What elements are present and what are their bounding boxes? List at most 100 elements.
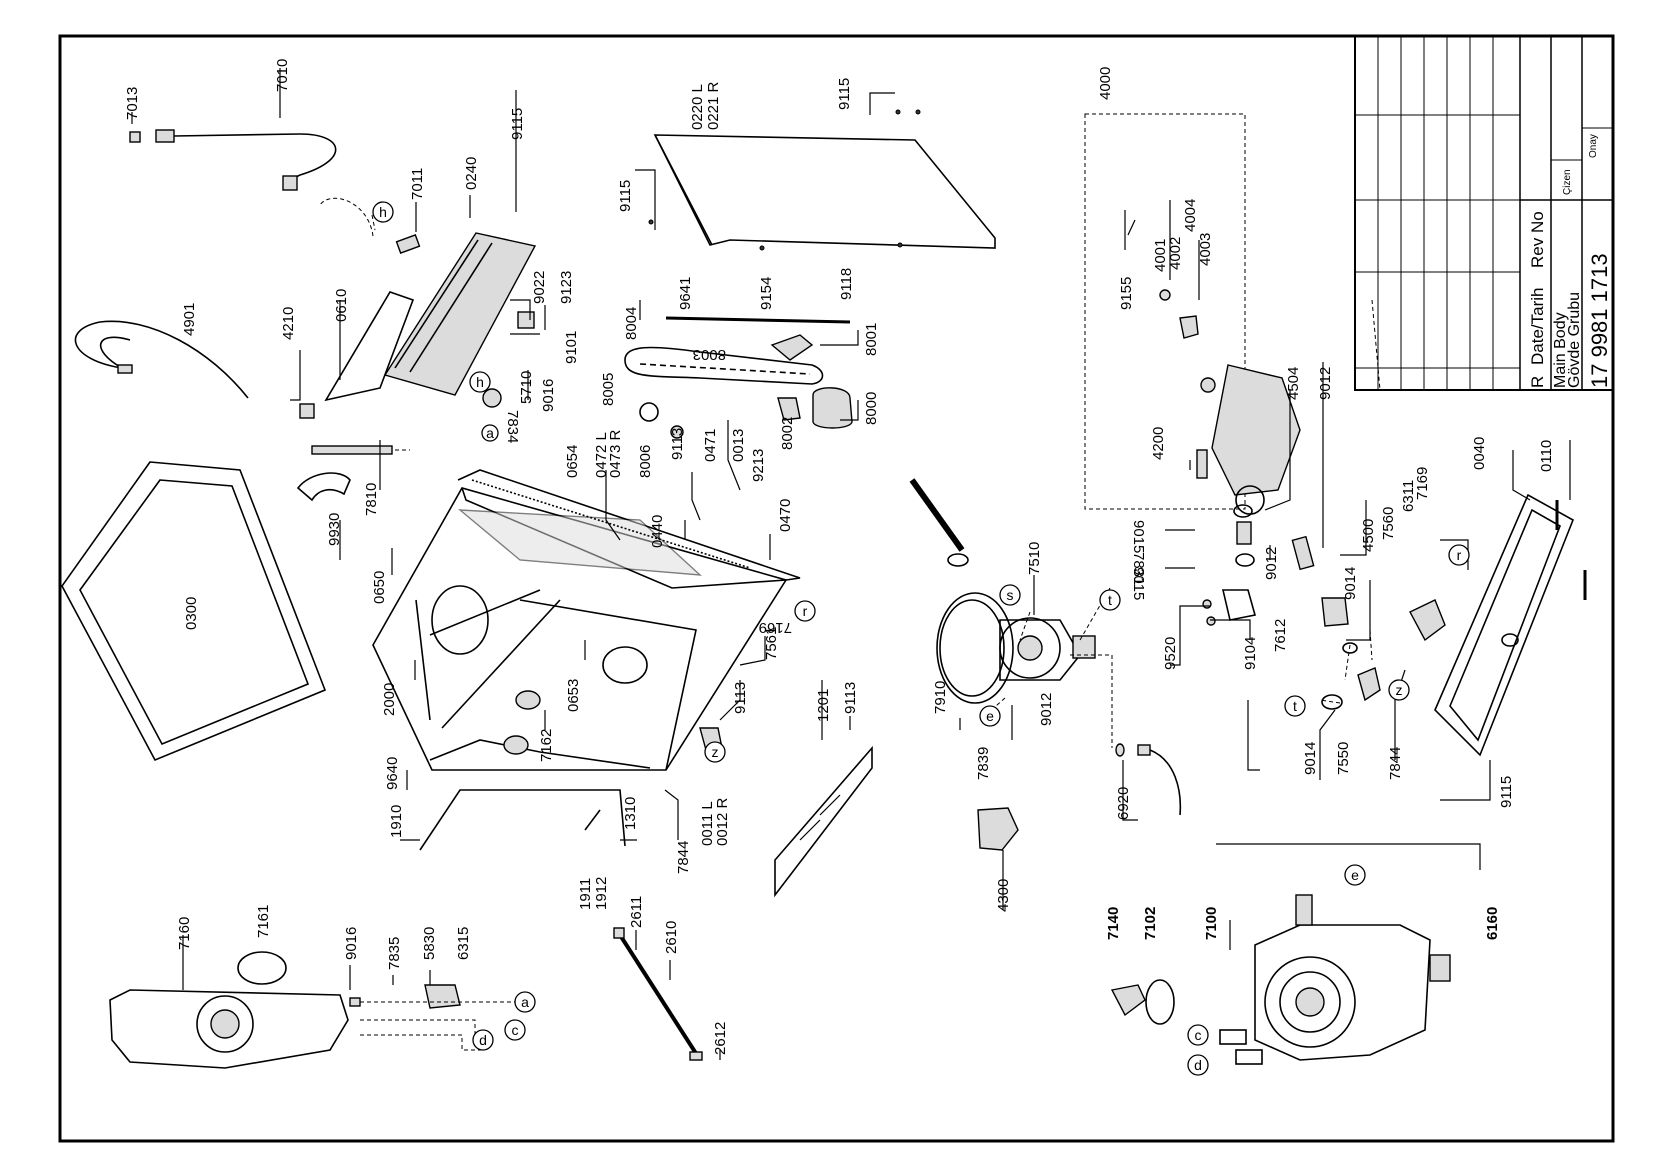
drawing-frame (58, 34, 1615, 1143)
main-tub-2000 (372, 469, 801, 771)
callout-r-base: r (1448, 544, 1470, 566)
label-7910: 7910 (932, 681, 949, 714)
hose-clips-group (1202, 504, 1381, 710)
label-7835: 7835 (386, 937, 403, 970)
label-9104: 9104 (1242, 637, 1259, 670)
label-8001: 8001 (863, 323, 880, 356)
label-8004: 8004 (623, 307, 640, 340)
label-9101: 9101 (563, 331, 580, 364)
label-9154: 9154 (758, 277, 775, 310)
label-4001: 4001 (1152, 239, 1169, 272)
label-0220: 0220 L (689, 84, 706, 130)
label-7834: 7834 (504, 410, 521, 443)
label-4002: 4002 (1167, 237, 1184, 270)
svg-text:z: z (712, 744, 719, 760)
label-6315: 6315 (455, 927, 472, 960)
label-0471: 0471 (702, 429, 719, 462)
label-7100: 7100 (1203, 907, 1220, 940)
label-2611: 2611 (628, 896, 645, 928)
label-7169-a: 7169 (759, 619, 792, 636)
label-4003: 4003 (1197, 233, 1214, 266)
svg-text:h: h (379, 204, 387, 220)
label-7839: 7839 (975, 747, 992, 780)
side-panel-0220 (648, 109, 996, 251)
callout-d-collector: d (472, 1029, 494, 1051)
label-7160: 7160 (176, 917, 193, 950)
rod-9641 (665, 316, 851, 324)
label-7550: 7550 (1335, 742, 1352, 775)
svg-text:r: r (803, 603, 808, 619)
label-7169-b: 7169 (1414, 467, 1431, 500)
label-9641: 9641 (677, 277, 694, 310)
label-0610: 0610 (333, 289, 350, 322)
label-9123: 9123 (558, 271, 575, 304)
label-7011: 7011 (409, 168, 426, 200)
label-9014-a: 9014 (1342, 567, 1359, 600)
svg-text:d: d (479, 1032, 487, 1048)
label-7844-b: 7844 (1387, 747, 1404, 780)
svg-text:c: c (1195, 1027, 1202, 1043)
callout-a-collector: a (514, 991, 536, 1013)
label-9115-b: 9115 (836, 78, 853, 110)
gasket-7910 (936, 592, 1014, 704)
title-block-title-en: Main Body (1552, 312, 1569, 388)
label-0470: 0470 (777, 499, 794, 532)
label-0040: 0040 (1471, 437, 1488, 470)
label-0011: 0011 L (699, 801, 716, 846)
label-4504: 4504 (1285, 367, 1302, 400)
spray-arm-8004 (624, 334, 853, 439)
label-9015-a: 9015 (1130, 520, 1147, 553)
power-cord-4901 (74, 320, 249, 399)
callout-e-motor: e (1344, 864, 1366, 886)
label-7510: 7510 (1026, 542, 1043, 575)
title-block-approved-by: Onay (1588, 134, 1599, 158)
label-0654: 0654 (564, 445, 581, 478)
label-1912: 1912 (593, 877, 610, 910)
label-9012-b: 9012 (1263, 547, 1280, 580)
svg-text:r: r (1457, 547, 1462, 563)
label-4200: 4200 (1150, 427, 1167, 460)
callout-h-top: h (372, 201, 394, 223)
rails-1910 (419, 789, 626, 851)
label-4901: 4901 (181, 303, 198, 336)
callout-z-tub: z (704, 741, 726, 763)
label-7561: 7561 (763, 627, 780, 660)
label-7831: 7831 (1130, 552, 1147, 585)
title-block-title-tr: Gövde Grubu (1566, 292, 1583, 388)
label-4210: 4210 (280, 307, 297, 340)
callout-s: s (999, 584, 1021, 606)
label-7161: 7161 (255, 905, 272, 938)
rod-2610 (613, 927, 703, 1061)
label-2612: 2612 (712, 1022, 729, 1055)
label-9016-a: 9016 (540, 379, 557, 412)
cable-7010 (129, 129, 337, 191)
label-4300: 4300 (995, 879, 1012, 912)
callout-z-base: z (1388, 679, 1410, 701)
label-9012-c: 9012 (1038, 693, 1055, 726)
label-0013: 0013 (730, 429, 747, 462)
svg-text:h: h (476, 374, 484, 390)
callout-c-motor: c (1187, 1024, 1209, 1046)
label-9115-a: 9115 (509, 108, 526, 140)
label-9640: 9640 (384, 757, 401, 790)
label-7140: 7140 (1105, 907, 1122, 940)
callout-c-collector: c (504, 1019, 526, 1041)
label-0440: 0440 (649, 515, 666, 548)
worktop-0300 (61, 461, 327, 762)
callout-a-top: a (481, 424, 499, 442)
label-4500: 4500 (1360, 519, 1377, 552)
kick-plate-1201 (774, 745, 873, 898)
label-7013: 7013 (124, 87, 141, 120)
collector-7160 (109, 951, 515, 1069)
title-block-drawn-by: Çizen (1562, 169, 1573, 195)
top-frame-0240 (299, 232, 537, 419)
label-5710: 5710 (518, 371, 535, 404)
label-7102: 7102 (1142, 907, 1159, 940)
sensor-6920 (1070, 654, 1182, 816)
svg-text:s: s (1007, 587, 1014, 603)
title-block-drawing-number: 17 9981 1713 (1587, 253, 1612, 388)
label-0240: 0240 (463, 157, 480, 190)
callout-r-tub: r (794, 600, 816, 622)
label-4000: 4000 (1097, 67, 1114, 100)
label-6311: 6311 (1400, 480, 1417, 512)
